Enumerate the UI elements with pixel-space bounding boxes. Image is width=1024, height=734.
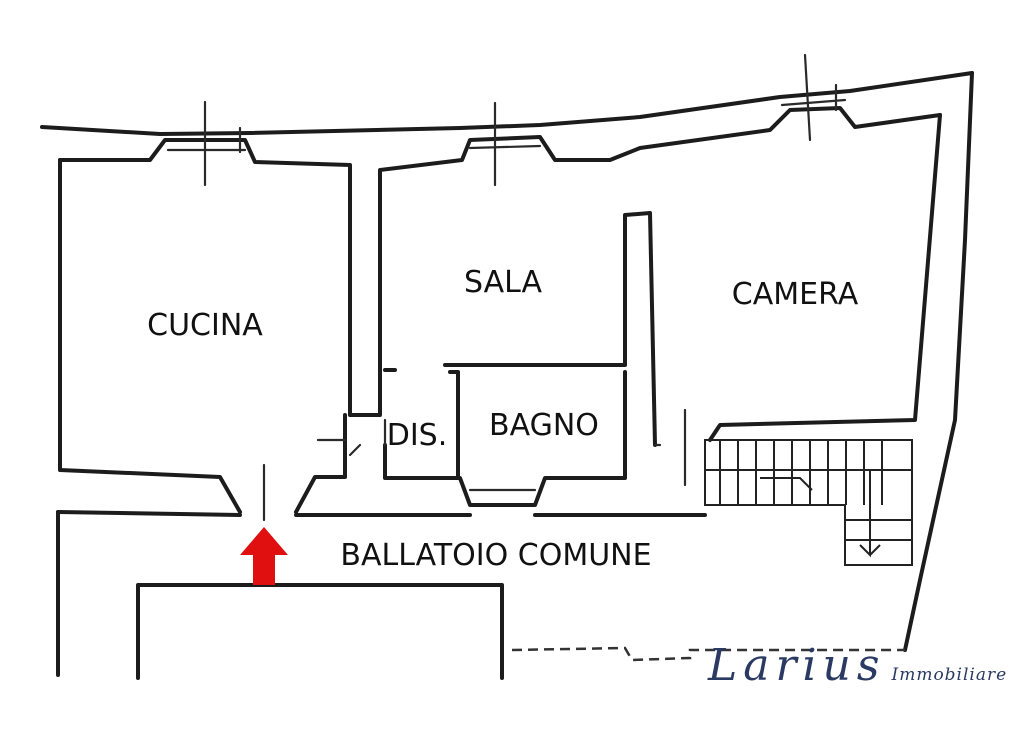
window-cucina xyxy=(166,100,247,187)
ballatoio-lower-block xyxy=(136,583,504,680)
label-dis: DIS. xyxy=(387,418,448,453)
dis-partition xyxy=(316,418,387,457)
outer-right-wall xyxy=(903,71,974,652)
label-ballatoio: BALLATOIO COMUNE xyxy=(340,538,651,573)
window-sala xyxy=(468,101,542,187)
cucina-walls xyxy=(58,106,942,417)
ballatoio-top-edge xyxy=(56,510,707,517)
outer-top-wall xyxy=(40,71,974,136)
cucina-bottom-right xyxy=(294,413,347,514)
sala-bagno-partition xyxy=(383,211,657,447)
bagno-right-wall xyxy=(383,370,627,507)
staircase xyxy=(704,439,913,566)
cucina-left-wall xyxy=(58,158,242,514)
bagno-left-wall xyxy=(448,370,460,480)
label-sala: SALA xyxy=(464,265,543,300)
up-arrow-icon xyxy=(240,527,288,585)
brand-tagline: Immobiliare xyxy=(891,665,1008,685)
brand-name: Larius xyxy=(708,640,886,691)
bagno-door-mark xyxy=(653,408,687,487)
label-camera: CAMERA xyxy=(732,277,859,312)
label-cucina: CUCINA xyxy=(147,308,263,343)
window-camera xyxy=(780,53,847,142)
camera-right-wall xyxy=(708,113,942,442)
label-bagno: BAGNO xyxy=(489,408,599,443)
ballatoio-bottom-dash xyxy=(511,646,905,662)
